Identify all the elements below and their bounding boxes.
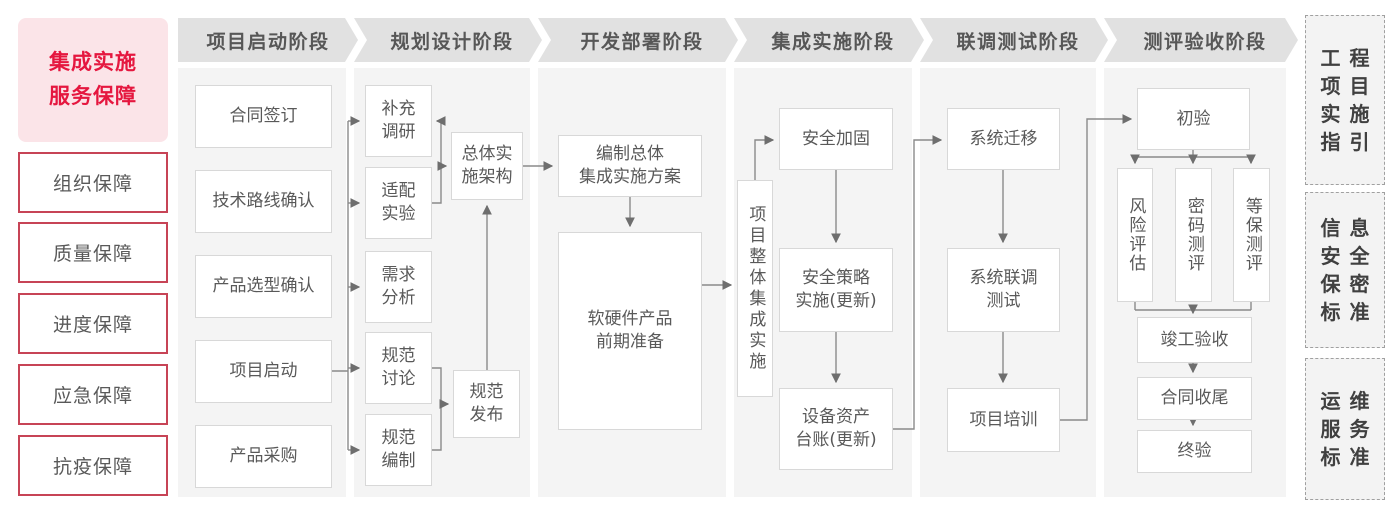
node-system-joint-testing: 系统联调 测试: [947, 248, 1060, 332]
phase-header-acceptance: 测评验收阶段: [1104, 18, 1298, 62]
node-security-policy-implementation: 安全策略 实施(更新): [779, 248, 893, 332]
node-contract-closure: 合同收尾: [1137, 377, 1252, 420]
node-completion-acceptance: 竣工验收: [1137, 317, 1252, 363]
node-hw-sw-preparation: 软硬件产品 前期准备: [558, 232, 702, 430]
node-product-selection-confirm: 产品选型确认: [195, 255, 332, 318]
node-security-hardening: 安全加固: [779, 108, 893, 170]
node-spec-drafting: 规范 编制: [365, 414, 432, 486]
phase-header-deployment: 开发部署阶段: [538, 18, 738, 62]
phase-header-testing: 联调测试阶段: [920, 18, 1108, 62]
node-initial-acceptance: 初验: [1137, 88, 1250, 150]
guarantee-item-schedule: 进度保障: [18, 293, 168, 354]
node-final-acceptance: 终验: [1137, 430, 1252, 473]
node-product-procurement: 产品采购: [195, 425, 332, 488]
standard-ref-ops-service: 运维 服务 标准: [1305, 358, 1385, 500]
guarantee-item-organization: 组织保障: [18, 152, 168, 213]
guarantee-item-emergency: 应急保障: [18, 364, 168, 425]
node-risk-assessment: 风险评估: [1117, 168, 1153, 302]
node-project-kickoff: 项目启动: [195, 340, 332, 403]
node-tech-route-confirm: 技术路线确认: [195, 170, 332, 233]
node-crypto-evaluation: 密码测评: [1175, 168, 1212, 302]
standard-ref-infosec-confidentiality: 信息 安全 保密 标准: [1305, 192, 1385, 348]
node-requirement-analysis: 需求 分析: [365, 251, 432, 323]
phase-header-integration: 集成实施阶段: [734, 18, 924, 62]
service-guarantee-title: 集成实施 服务保障: [18, 18, 168, 142]
node-contract-signing: 合同签订: [195, 85, 332, 148]
node-adaptation-test: 适配 实验: [365, 167, 432, 239]
node-project-overall-integration: 项目整体集成实施: [737, 180, 773, 397]
node-classified-protection-evaluation: 等保测评: [1233, 168, 1270, 302]
standard-ref-project-guideline: 工程 项目 实施 指引: [1305, 15, 1385, 185]
node-supplementary-research: 补充 调研: [365, 85, 432, 157]
node-spec-discussion: 规范 讨论: [365, 332, 432, 404]
node-overall-integration-plan: 编制总体 集成实施方案: [558, 135, 702, 197]
guarantee-item-quality: 质量保障: [18, 222, 168, 283]
guarantee-item-epidemic: 抗疫保障: [18, 435, 168, 496]
phase-header-kickoff: 项目启动阶段: [178, 18, 358, 62]
phase-header-planning: 规划设计阶段: [354, 18, 542, 62]
node-spec-release: 规范 发布: [453, 370, 520, 438]
node-system-migration: 系统迁移: [947, 108, 1060, 170]
node-asset-ledger-update: 设备资产 台账(更新): [779, 388, 893, 470]
node-project-training: 项目培训: [947, 388, 1060, 452]
node-overall-implementation-architecture: 总体实 施架构: [451, 132, 523, 200]
